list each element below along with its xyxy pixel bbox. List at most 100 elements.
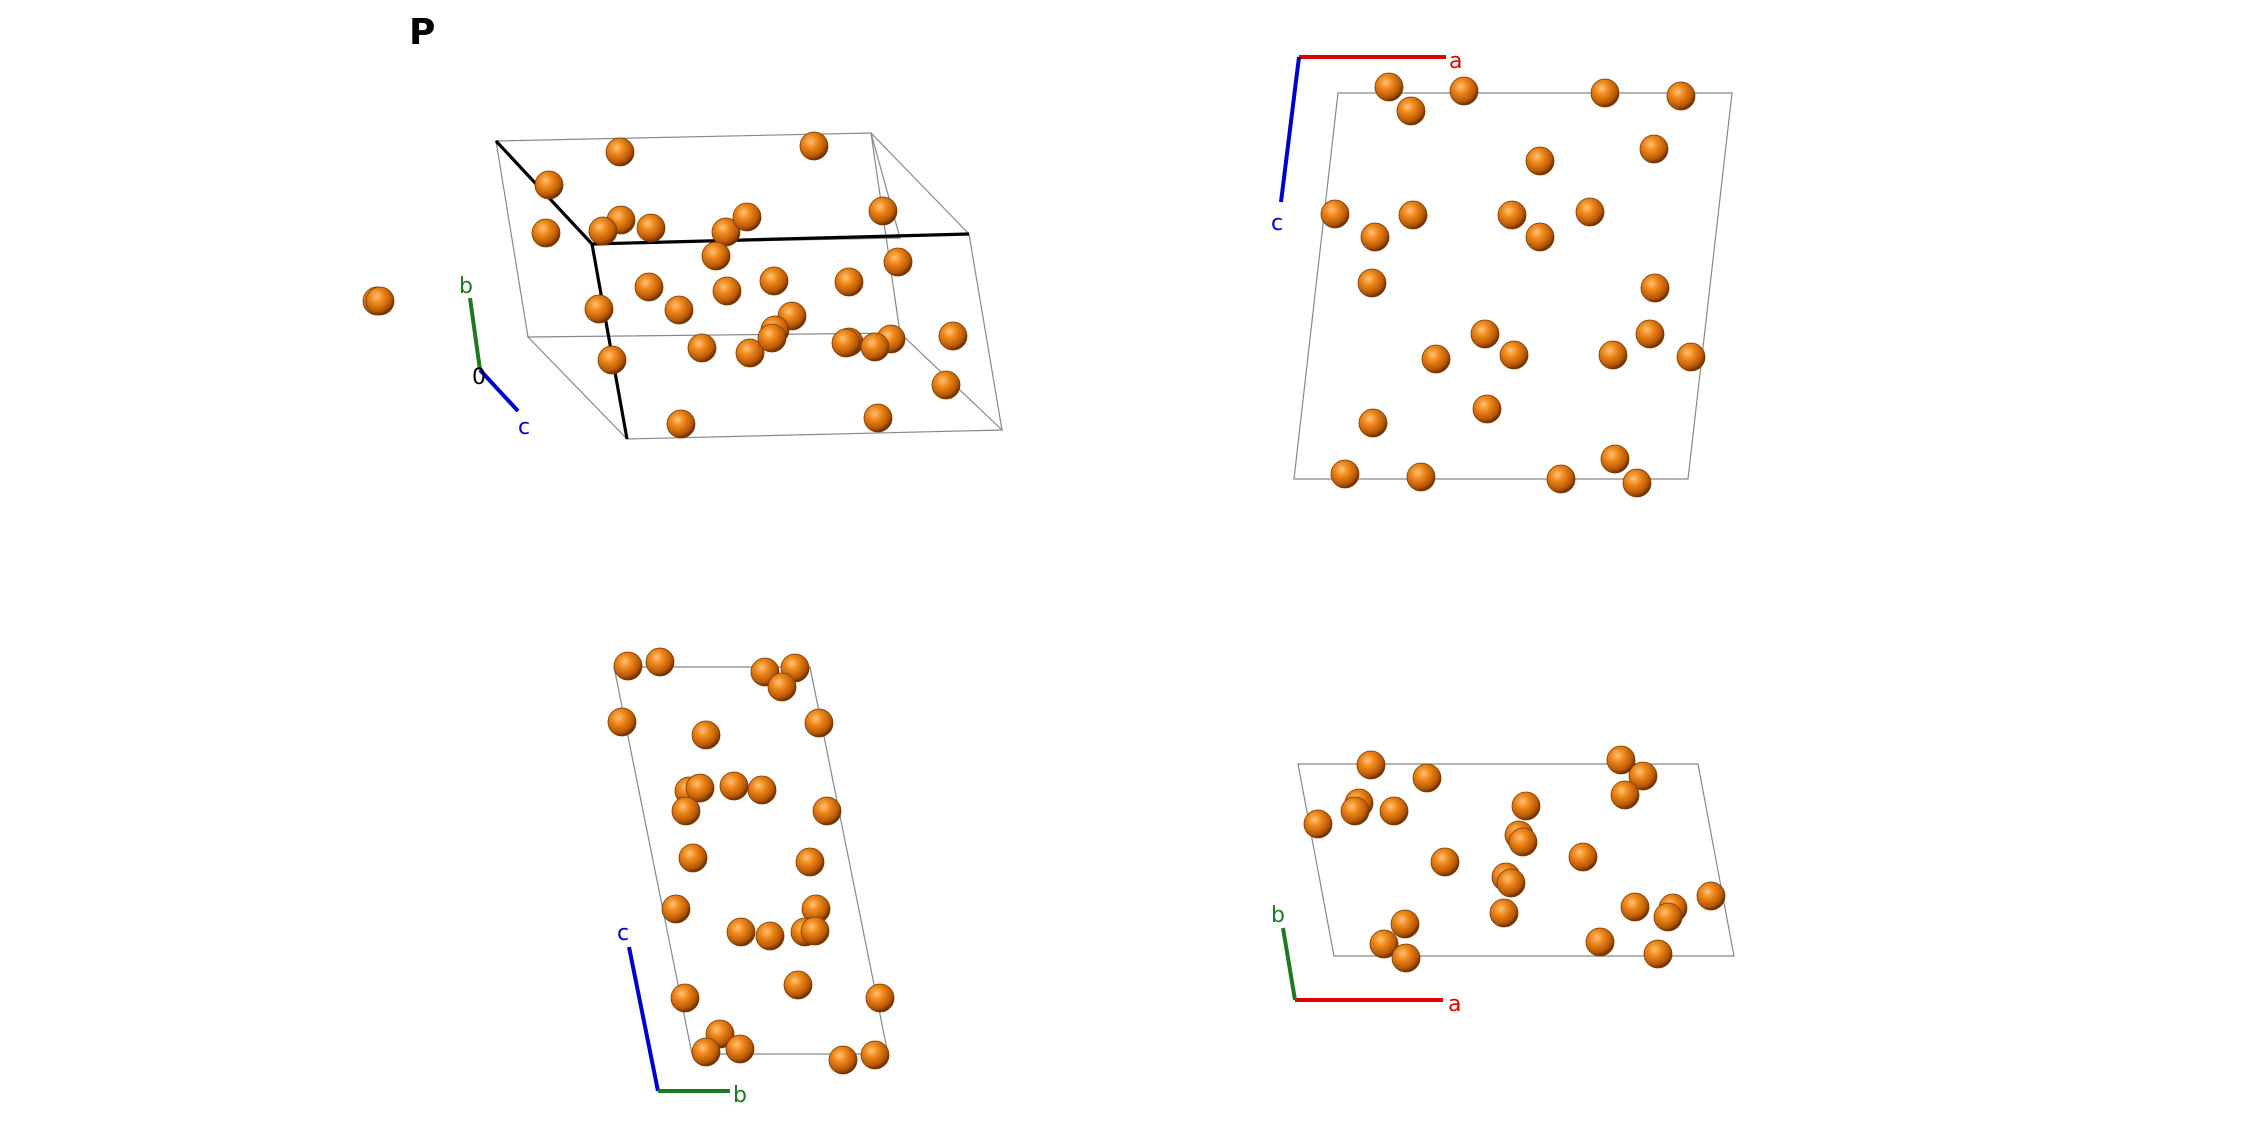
atom: [719, 771, 749, 801]
atom: [1358, 408, 1388, 438]
atom: [534, 170, 564, 200]
atom: [1356, 750, 1386, 780]
atom: [828, 1045, 858, 1075]
atom: [812, 796, 842, 826]
atom: [1653, 902, 1683, 932]
atom: [735, 338, 765, 368]
atom: [685, 773, 715, 803]
atom: [1369, 929, 1399, 959]
c-axis-label: c: [518, 415, 530, 440]
axis-triad-ab: b a: [1271, 903, 1461, 1017]
atom: [804, 708, 834, 738]
atom: [1390, 909, 1420, 939]
atom: [691, 720, 721, 750]
b-axis-label: b: [733, 1083, 747, 1108]
c-axis-label: c: [1271, 211, 1283, 236]
atom: [783, 970, 813, 1000]
atom: [1568, 842, 1598, 872]
panel-label: P: [409, 12, 435, 53]
atom: [1511, 791, 1541, 821]
atom: [1620, 892, 1650, 922]
atom: [712, 276, 742, 306]
a-axis-label: a: [1449, 49, 1462, 74]
atom: [664, 295, 694, 325]
view-ab-projection: b a: [1271, 745, 1735, 1017]
view-perspective: b 0 c: [362, 131, 1004, 440]
atom: [365, 286, 395, 316]
atom: [1635, 319, 1665, 349]
atom: [584, 294, 614, 324]
atom: [1320, 199, 1350, 229]
atom: [1449, 76, 1479, 106]
atom: [678, 843, 708, 873]
atom: [1396, 96, 1426, 126]
atom: [661, 894, 691, 924]
atom: [1585, 927, 1615, 957]
origin-label: 0: [472, 365, 486, 390]
atom: [613, 651, 643, 681]
atom: [1430, 847, 1460, 877]
atom: [1412, 763, 1442, 793]
b-axis-label: b: [459, 274, 473, 299]
atom: [759, 266, 789, 296]
atom: [1398, 200, 1428, 230]
atom: [868, 196, 898, 226]
atom: [1628, 761, 1658, 791]
atom: [1499, 340, 1529, 370]
atom: [831, 328, 861, 358]
atom: [605, 137, 635, 167]
atom: [1470, 319, 1500, 349]
atom: [1406, 462, 1436, 492]
atom: [863, 403, 893, 433]
atom: [597, 345, 627, 375]
atom: [865, 983, 895, 1013]
atom: [799, 131, 829, 161]
unit-cell-outline: [613, 666, 889, 1055]
atom: [747, 775, 777, 805]
atoms-perspective: [362, 131, 968, 439]
atom: [860, 1040, 890, 1070]
atom: [1508, 827, 1538, 857]
atoms-bc: [607, 647, 895, 1075]
atom: [757, 323, 787, 353]
atom: [670, 983, 700, 1013]
atom: [1391, 943, 1421, 973]
atom: [1696, 881, 1726, 911]
atom: [645, 647, 675, 677]
atom: [883, 247, 913, 277]
atom: [1575, 197, 1605, 227]
atom: [1676, 342, 1706, 372]
atom: [671, 796, 701, 826]
atom: [1639, 134, 1669, 164]
atom: [1640, 273, 1670, 303]
axis-triad-bc: c b: [617, 921, 747, 1108]
atom: [1622, 468, 1652, 498]
atom: [1360, 222, 1390, 252]
unit-cell-edges: [494, 132, 1004, 440]
atom: [931, 370, 961, 400]
b-axis-label: b: [1271, 903, 1285, 928]
atom: [701, 241, 731, 271]
atom: [732, 202, 762, 232]
axis-triad-perspective: b 0 c: [459, 274, 530, 440]
atom: [666, 409, 696, 439]
atom: [1489, 898, 1519, 928]
atom: [755, 921, 785, 951]
atom: [636, 213, 666, 243]
atom: [1496, 868, 1526, 898]
atom: [800, 916, 830, 946]
a-axis-label: a: [1448, 992, 1461, 1017]
atom: [1525, 222, 1555, 252]
atom: [1590, 78, 1620, 108]
atom: [767, 672, 797, 702]
atom: [1340, 796, 1370, 826]
atom: [1357, 268, 1387, 298]
atom: [1606, 745, 1636, 775]
atom: [1600, 444, 1630, 474]
atom: [691, 1037, 721, 1067]
atom: [1497, 200, 1527, 230]
atom: [795, 847, 825, 877]
atom: [834, 267, 864, 297]
view-bc-projection: c b: [607, 647, 895, 1108]
atoms-ac: [1320, 72, 1706, 498]
